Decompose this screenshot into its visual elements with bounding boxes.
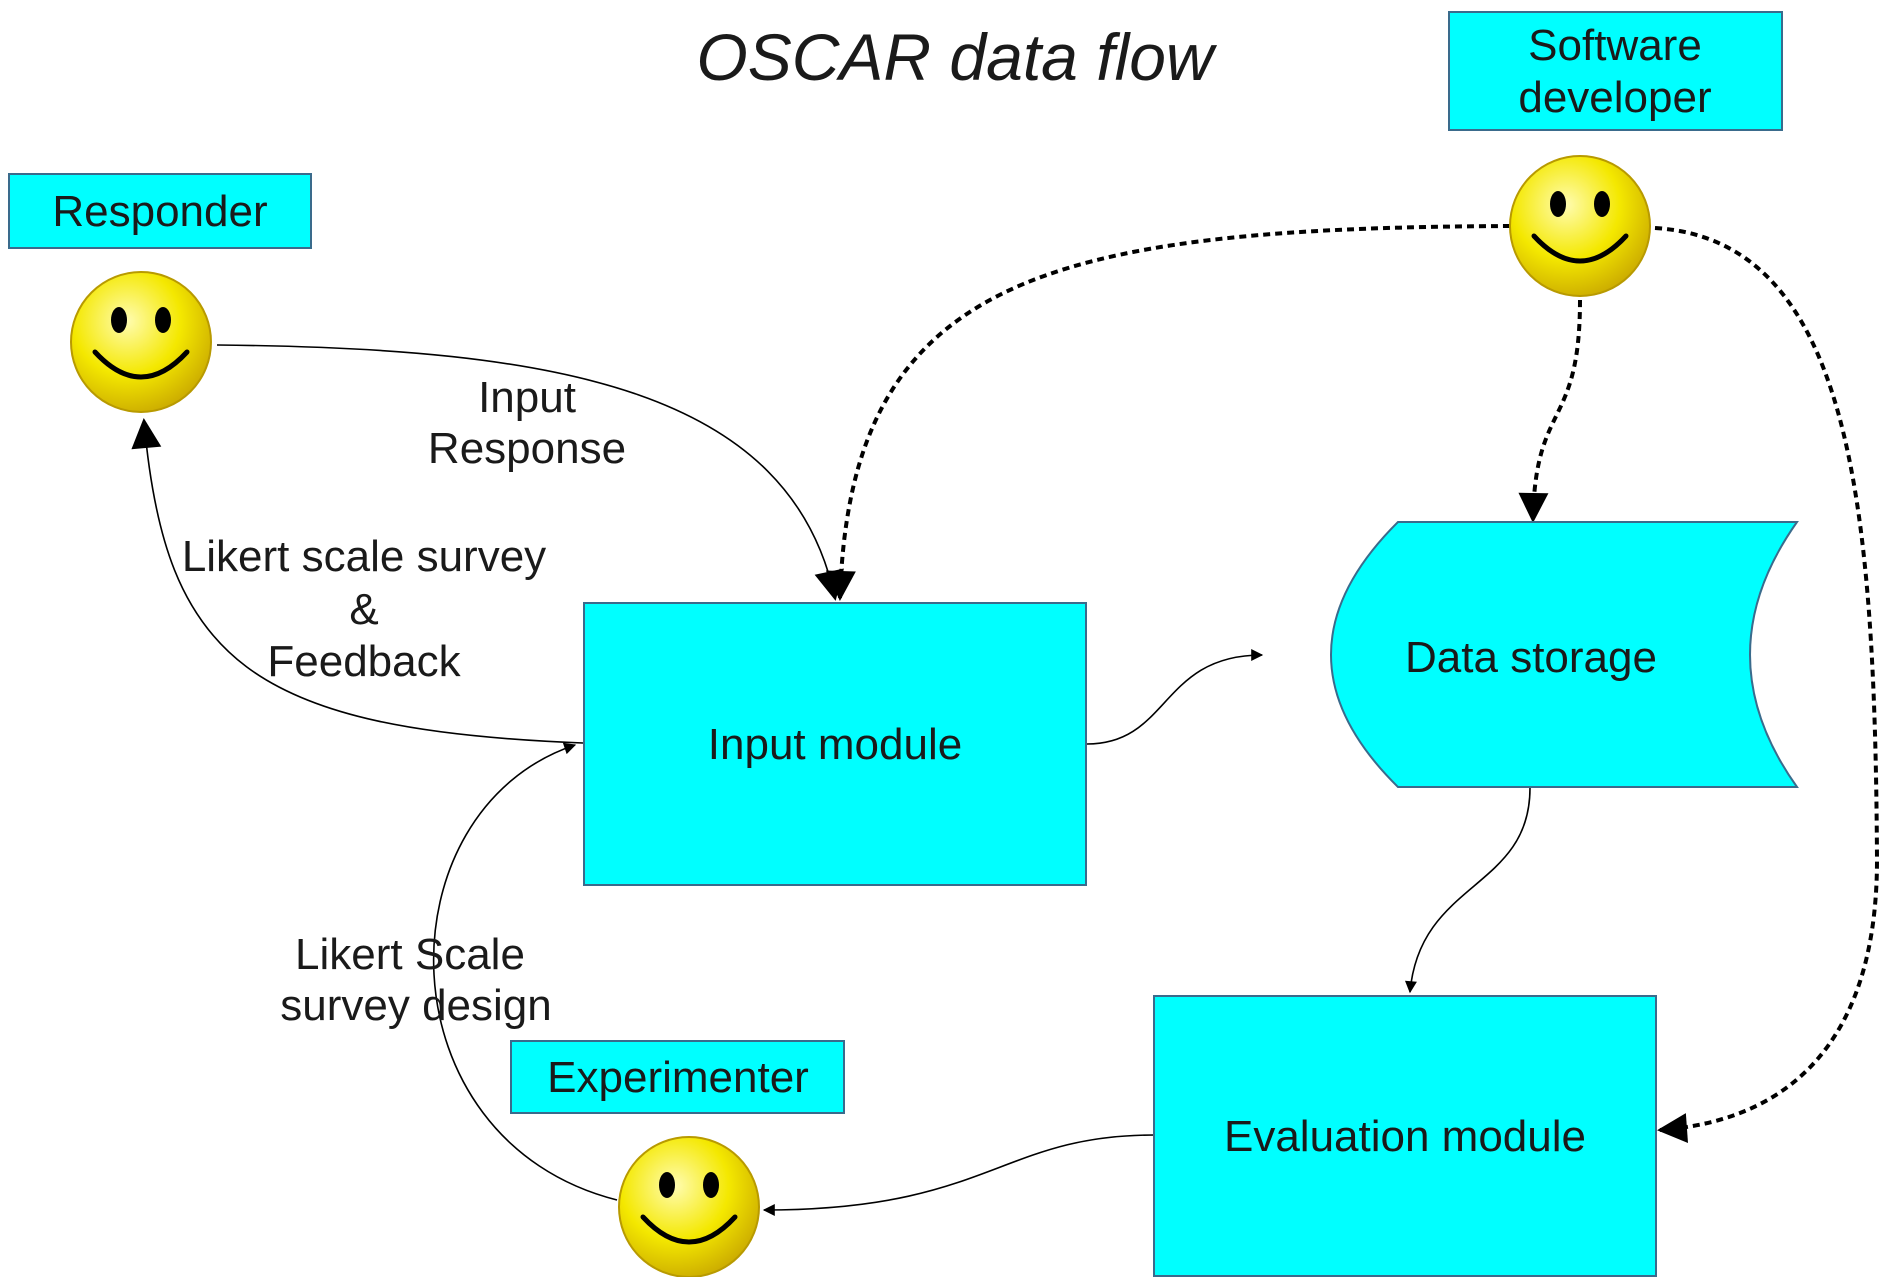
flow-developer-to-storage-arrow: [1518, 299, 1582, 523]
flow-input-to-storage-arrow: [1086, 649, 1264, 745]
responder-smiley-icon: [70, 271, 212, 413]
evaluation-module-label: Evaluation module: [1224, 1112, 1586, 1161]
likert-feedback-label-line2: &: [349, 585, 378, 634]
data-storage-label: Data storage: [1405, 633, 1657, 682]
data-storage-shape: [1330, 521, 1799, 788]
input-response-label-line1: Input: [478, 373, 576, 422]
survey-design-label-line1: Likert Scale: [295, 930, 525, 979]
responder-label: Responder: [52, 187, 267, 236]
flow-storage-to-evaluation-arrow: [1404, 787, 1531, 994]
software-developer-label-line1: Software: [1528, 21, 1702, 70]
software-developer-label-box: [1448, 11, 1783, 131]
experimenter-label: Experimenter: [547, 1053, 809, 1102]
flow-evaluation-to-experimenter-arrow: [762, 1134, 1155, 1216]
input-module-box: [583, 602, 1087, 886]
flow-likert-feedback-arrow: [131, 418, 584, 744]
likert-feedback-label-line1: Likert scale survey: [182, 532, 546, 581]
flow-survey-design-arrow: [432, 742, 618, 1201]
input-module-label: Input module: [708, 720, 962, 769]
experimenter-smiley-icon: [618, 1136, 760, 1277]
likert-feedback-label-line3: Feedback: [267, 637, 461, 686]
input-response-label-line2: Response: [428, 424, 626, 473]
flow-input-response-arrow: [216, 344, 844, 601]
evaluation-module-box: [1153, 995, 1657, 1277]
flow-developer-to-evaluation-arrow: [1654, 226, 1880, 1144]
software-developer-label-line2: developer: [1518, 73, 1711, 122]
flow-developer-to-input-arrow: [825, 224, 1511, 601]
experimenter-label-box: [510, 1040, 845, 1114]
survey-design-label-line2: survey design: [280, 981, 551, 1030]
software-developer-smiley-icon: [1509, 155, 1651, 297]
responder-label-box: [8, 173, 312, 249]
diagram-title: OSCAR data flow: [696, 20, 1218, 94]
